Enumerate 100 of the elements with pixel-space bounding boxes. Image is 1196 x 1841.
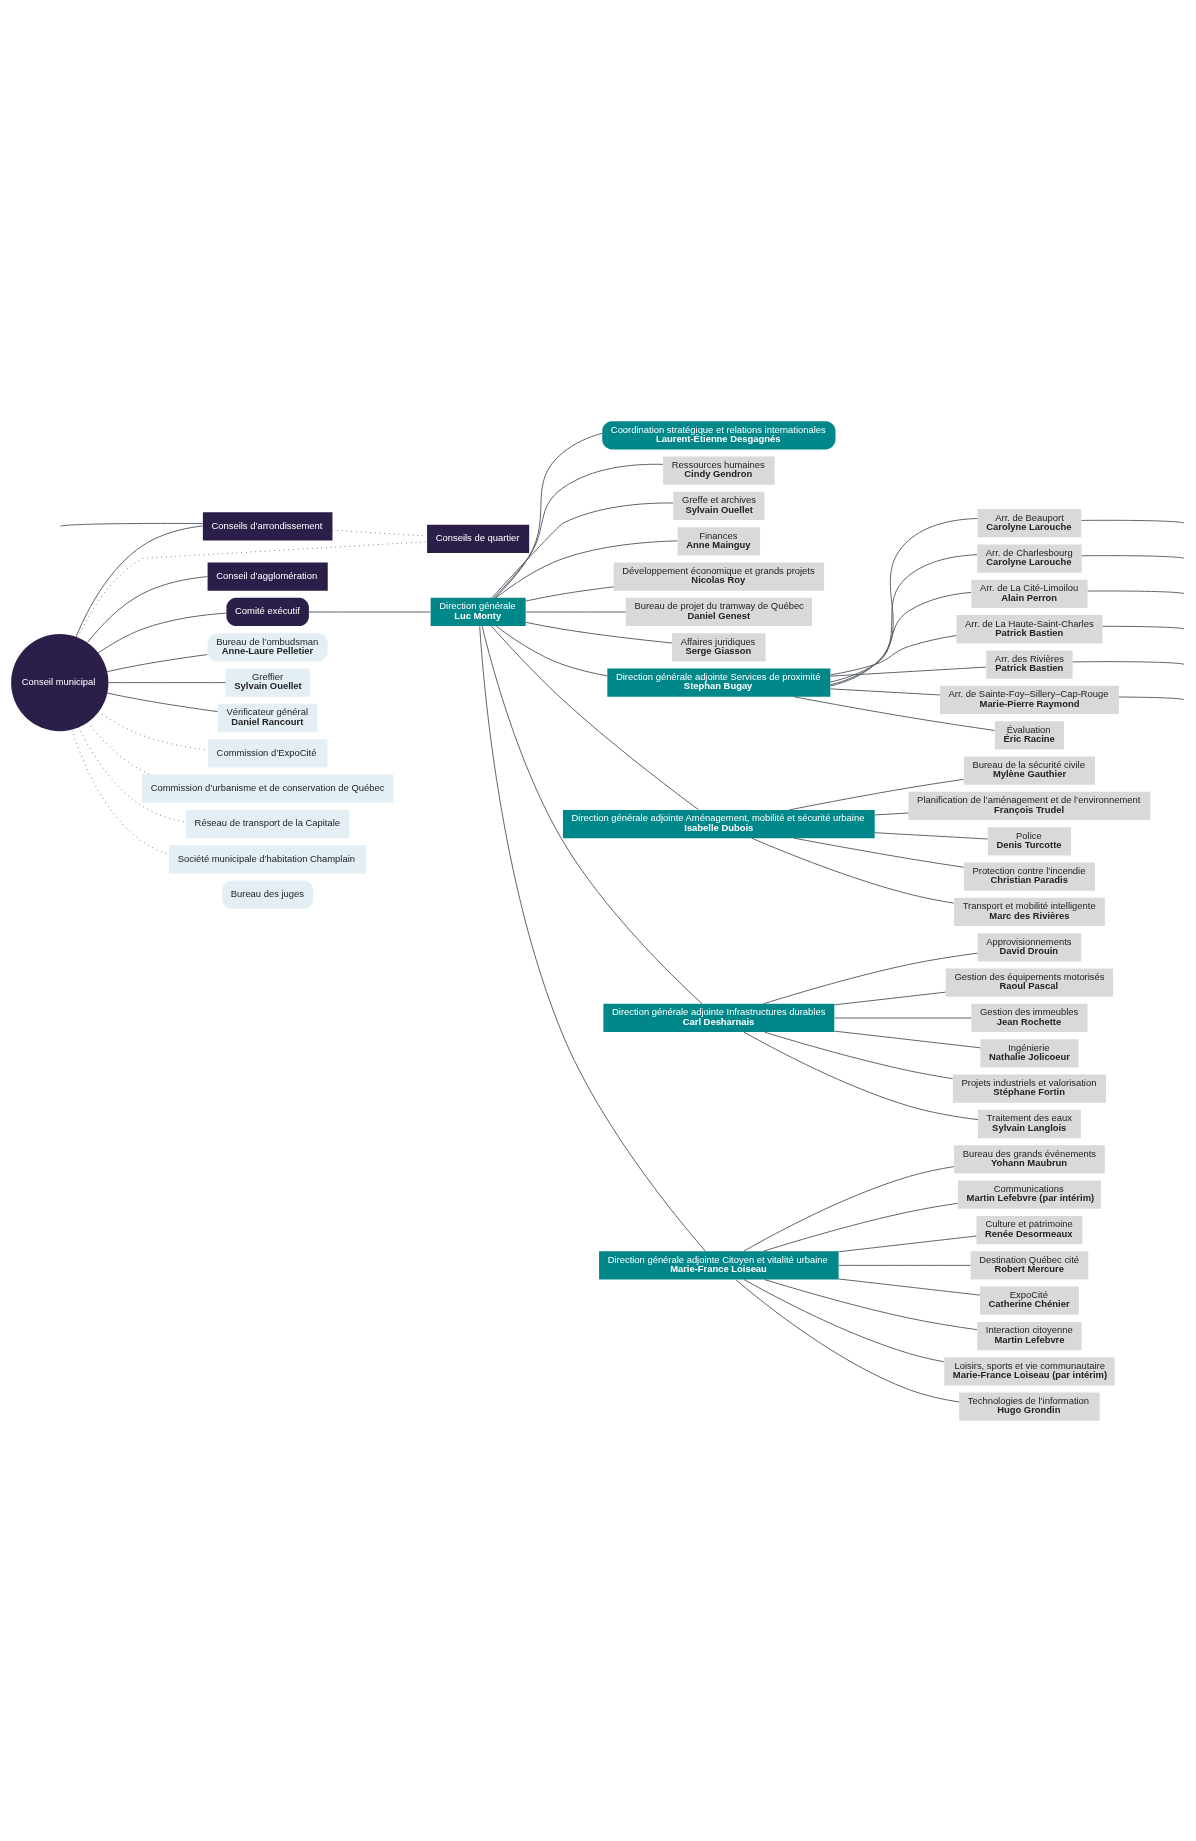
connector <box>491 502 674 598</box>
connector <box>838 1264 971 1266</box>
connector <box>491 625 699 810</box>
connector <box>494 432 603 598</box>
node-box: ExpoCité Catherine Chénier <box>979 1286 1079 1315</box>
node-box: Bureau des juges <box>222 880 314 909</box>
node-box: Arr. de La Haute-Saint-Charles Patrick Bastien <box>956 614 1103 643</box>
connector <box>763 1202 959 1252</box>
connector <box>308 611 431 612</box>
node-box: Société municipale d’habitation Champlain <box>169 844 367 873</box>
connector <box>838 1278 981 1296</box>
node-box: Réseau de transport de la Capitale <box>186 809 350 838</box>
connector <box>838 1235 977 1252</box>
node-box: Direction générale adjointe Infrastructures durables Carl Desharnais <box>603 1003 835 1032</box>
node-box: Conseils de quartier <box>427 524 530 553</box>
connector <box>834 1017 972 1018</box>
connector <box>1081 519 1185 524</box>
connector <box>1072 660 1185 665</box>
node-box: Technologies de l’information Hugo Grondin <box>959 1392 1100 1421</box>
node-box: Destination Québec cité Robert Mercure <box>970 1250 1089 1279</box>
connector <box>788 778 965 810</box>
connector <box>830 687 941 695</box>
connector <box>874 831 988 839</box>
connector <box>793 695 996 731</box>
node-box: Arr. de La Cité-Limoilou Alain Perron <box>971 579 1088 608</box>
node-box: Évaluation Éric Racine <box>994 720 1064 749</box>
connector <box>495 539 678 598</box>
node-box: Affaires juridiques Serge Giasson <box>672 632 766 661</box>
connector <box>1118 696 1185 700</box>
node-box: Coordination stratégique et relations internationales Laurent-Étienne Desgagnés <box>602 420 836 449</box>
node-box: Direction générale adjointe Citoyen et vitalité urbaine Marie-France Loiseau <box>599 1250 839 1279</box>
connector <box>743 1031 979 1120</box>
node-box: Ingénierie Nathalie Jolicoeur <box>980 1038 1079 1067</box>
node-box: Gestion des équipements motorisés Raoul Pascal <box>945 968 1114 997</box>
node-box: Vérificateur général Daniel Rancourt <box>217 703 318 732</box>
node-box: Communications Martin Lefebvre (par intérim) <box>957 1180 1101 1209</box>
connector <box>1102 625 1185 630</box>
connector <box>493 463 664 598</box>
connector <box>830 517 978 686</box>
node-box: Greffe et archives Sylvain Ouellet <box>673 491 765 520</box>
node-box: Bureau de l’ombudsman Anne-Laure Pelletier <box>207 632 328 661</box>
node-box: Protection contre l’incendie Christian Paradis <box>963 862 1095 891</box>
connector <box>107 681 227 683</box>
node-box: Projets industriels et valorisation Stéphane Fortin <box>952 1074 1106 1103</box>
node-box: Greffier Sylvain Ouellet <box>225 668 310 697</box>
connector <box>829 553 978 685</box>
connector <box>743 1165 955 1252</box>
node-box: Ressources humaines Cindy Gendron <box>663 456 775 485</box>
node-box: Interaction citoyenne Martin Lefebvre <box>977 1321 1082 1350</box>
node-box: Finances Anne Mainguy <box>677 526 761 555</box>
connector <box>495 625 608 676</box>
connector <box>834 1030 981 1048</box>
connector <box>829 591 972 682</box>
connector <box>60 522 204 527</box>
node-box: Bureau de projet du tramway de Québec Daniel Genest <box>625 597 812 626</box>
node-box: Arr. des Rivières Patrick Bastien <box>986 649 1073 679</box>
node-box: Direction générale adjointe Services de proximité Stephan Bugay <box>607 668 831 697</box>
node-box: Traitement des eaux Sylvain Langlois <box>978 1109 1081 1138</box>
connector <box>75 524 204 637</box>
node-box: Arr. de Charlesbourg Carolyne Larouche <box>977 543 1082 573</box>
connector <box>1081 554 1185 559</box>
node-box: Développement économique et grands projets Nicolas Roy <box>613 562 825 591</box>
node-box: Culture et patrimoine Renée Desormeaux <box>976 1215 1083 1244</box>
connector <box>764 1278 978 1330</box>
node-box: Bureau de la sécurité civile Mylène Gauthier <box>963 755 1095 785</box>
connector <box>97 612 227 653</box>
node-box: Conseils d’arrondissement <box>202 511 333 540</box>
connector <box>479 625 706 1252</box>
node-box: Loisirs, sports et vie communautaire Marie-France Loiseau (par intérim) <box>944 1356 1115 1385</box>
connector <box>829 634 957 675</box>
connector <box>71 728 170 855</box>
connector <box>793 837 965 868</box>
node-box: Arr. de Sainte-Foy–Sillery–Cap-Rouge Marie-Pierre Raymond <box>939 685 1119 714</box>
connector <box>106 692 218 712</box>
node-box: Transport et mobilité intelligente Marc des Rivières <box>954 897 1105 926</box>
connector <box>751 837 955 904</box>
connector <box>735 1278 960 1402</box>
connector <box>525 611 627 612</box>
node-box: Conseil d’agglomération <box>207 562 328 591</box>
connector <box>525 585 615 602</box>
connector <box>1087 590 1185 594</box>
connector <box>764 1031 954 1079</box>
node-box: Commission d’ExpoCité <box>208 738 328 767</box>
node-box: Arr. de Beauport Carolyne Larouche <box>977 508 1082 537</box>
connector <box>834 991 947 1005</box>
node-circle: Conseil municipal <box>11 633 109 731</box>
node-box: Direction générale adjointe Aménagement, mobilité et sécurité urbaine Isabelle Dubois <box>562 809 875 838</box>
connector <box>743 1278 945 1362</box>
connector <box>874 812 909 815</box>
node-box: Comité exécutif <box>226 597 309 626</box>
connector <box>106 653 208 672</box>
connector <box>86 575 208 643</box>
node-box: Approvisionnements David Drouin <box>977 932 1082 961</box>
connector <box>830 666 987 677</box>
node-box: Planification de l’aménagement et de l’environnement François Trudel <box>908 791 1151 820</box>
node-box: Gestion des immeubles Jean Rochette <box>971 1003 1088 1032</box>
node-box: Direction générale Luc Monty <box>430 597 526 626</box>
connector <box>481 625 703 1004</box>
node-box: Police Denis Turcotte <box>987 826 1072 855</box>
node-box: Commission d’urbanisme et de conservation de Québec <box>142 774 394 803</box>
